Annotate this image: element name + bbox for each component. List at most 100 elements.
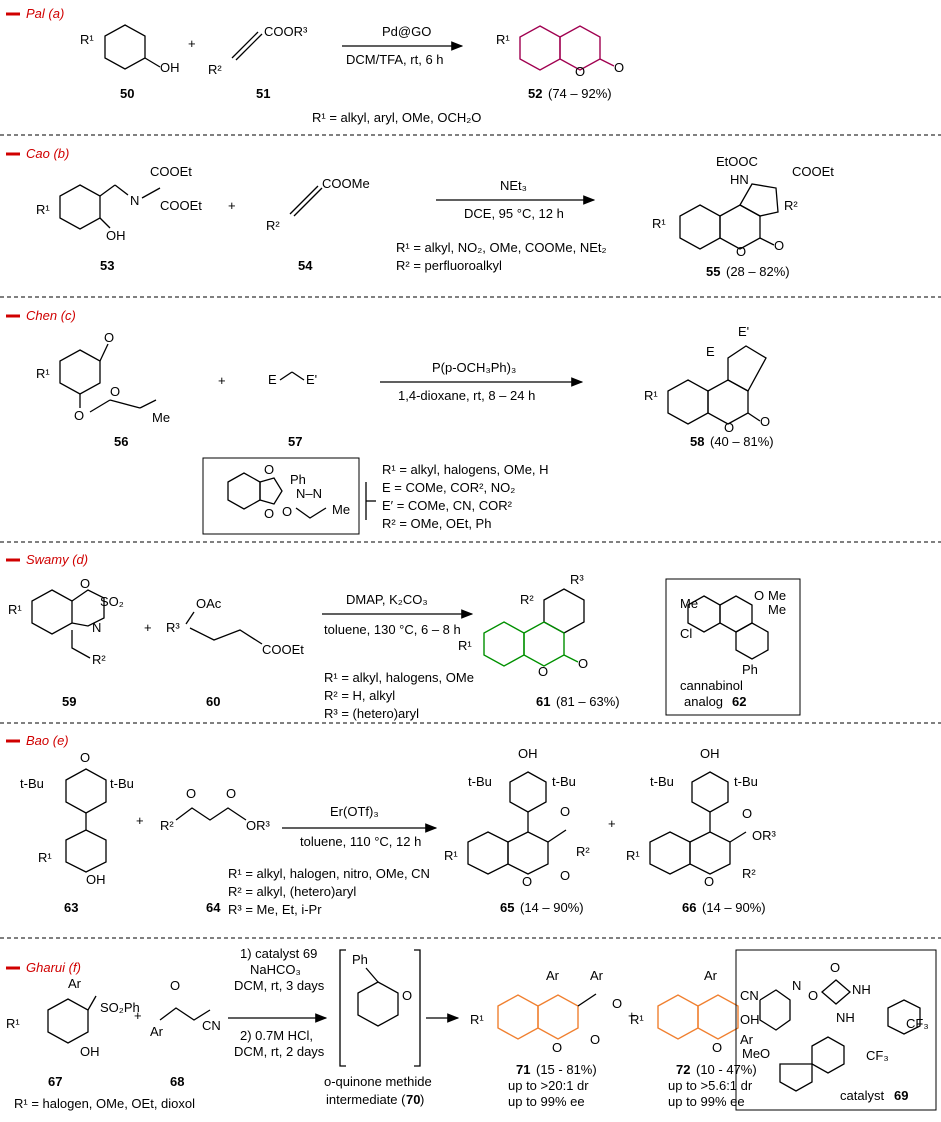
ring-oxygen-label: O — [724, 420, 734, 435]
compound-label-56: 56 — [114, 434, 128, 449]
substituent-note: R¹ = alkyl, aryl, OMe, OCH₂O — [312, 110, 481, 125]
section-heading: Bao (e) — [26, 733, 69, 748]
yield-label: (40 – 81%) — [710, 434, 774, 449]
oxygen-label: O — [80, 576, 90, 591]
r2-label: R² — [160, 818, 174, 833]
compound-label-57: 57 — [288, 434, 302, 449]
compound-label-58: 58 — [690, 434, 704, 449]
plus-sign: + — [218, 373, 226, 388]
nh-label: NH — [836, 1010, 855, 1025]
r1-label: R¹ — [458, 638, 472, 653]
r2-label: R² — [92, 652, 106, 667]
substituent-note: R² = alkyl, (hetero)aryl — [228, 884, 356, 899]
condition-line: DCE, 95 °C, 12 h — [464, 206, 564, 221]
selectivity-note: up to 99% ee — [668, 1094, 745, 1109]
section-chen: Chen (c) O O O Me R¹ 56 + E E' 57 P(p-OC… — [6, 308, 774, 535]
condition-line: NEt₃ — [500, 178, 527, 193]
nh-label: NH — [852, 982, 871, 997]
compound-label-67: 67 — [48, 1074, 62, 1089]
aryl-label: Ar — [150, 1024, 164, 1039]
ester-label: COOEt — [160, 198, 202, 213]
intermediate-70: Ph O — [339, 949, 421, 1067]
hydroxyl-label: OH — [518, 746, 538, 761]
r2-label: R² — [520, 592, 534, 607]
compound-label-72: 72 — [676, 1062, 690, 1077]
structure-67: Ar SO₂Ph OH R¹ — [6, 976, 140, 1059]
substituent-note: E = COMe, COR², NO₂ — [382, 480, 515, 495]
keto-oxygen-label: O — [560, 804, 570, 819]
tbu-label: t-Bu — [20, 776, 44, 791]
condition-line: P(p-OCH₃Ph)₃ — [432, 360, 516, 375]
r3-label: R³ — [166, 620, 180, 635]
carbonyl-oxygen-label: O — [560, 868, 570, 883]
compound-label-50: 50 — [120, 86, 134, 101]
aryl-label: Ar — [68, 976, 82, 991]
section-heading: Cao (b) — [26, 146, 69, 161]
compound-label-64: 64 — [206, 900, 221, 915]
substituent-note: R³ = (hetero)aryl — [324, 706, 419, 721]
nucleophile-examples-box — [202, 457, 360, 535]
intermediate-caption: intermediate ( — [326, 1092, 406, 1107]
sulfonyl-label: SO₂ — [100, 594, 124, 609]
hydroxyl-label: OH — [160, 60, 180, 75]
structure-64: O O R² OR³ — [160, 786, 271, 833]
section-heading: Swamy (d) — [26, 552, 88, 567]
r3-label: R³ — [570, 572, 584, 587]
aryl-label: Ar — [740, 1032, 754, 1047]
substituent-note: R² = perfluoroalkyl — [396, 258, 502, 273]
hydroxyl-label: OH — [740, 1012, 760, 1027]
structure-68: O Ar CN — [150, 978, 221, 1039]
nitrile-label: CN — [740, 988, 759, 1003]
hydroxyl-label: OH — [700, 746, 720, 761]
r2-label: R² — [742, 866, 756, 881]
yield-label: (10 - 47%) — [696, 1062, 757, 1077]
r1-label: R¹ — [630, 1012, 644, 1027]
methoxy-label: MeO — [742, 1046, 770, 1061]
keto-oxygen-label: O — [170, 978, 180, 993]
or3-label: OR³ — [246, 818, 271, 833]
carbonyl-oxygen-label: O — [760, 414, 770, 429]
structure-52: O O R¹ — [496, 25, 624, 79]
carbonyl-oxygen-label: O — [774, 238, 784, 253]
aldehyde-oxygen-label: O — [104, 330, 114, 345]
selectivity-note: up to 99% ee — [508, 1094, 585, 1109]
section-heading: Chen (c) — [26, 308, 76, 323]
aryl-label: Ar — [546, 968, 560, 983]
tbu-label: t-Bu — [552, 774, 576, 789]
compound-label-52: 52 — [528, 86, 542, 101]
compound-label-61: 61 — [536, 694, 550, 709]
e-prime-label: E' — [738, 324, 749, 339]
ring-oxygen-label: O — [754, 588, 764, 603]
structure-66: OH t-Bu t-Bu O OR³ O R² R¹ — [626, 746, 777, 889]
oxygen-label: O — [808, 988, 818, 1003]
yield-label: (14 – 90%) — [520, 900, 584, 915]
structure-58: O O E E' R¹ — [644, 324, 770, 435]
compound-label-66: 66 — [682, 900, 696, 915]
structure-55: O O HN EtOOC COOEt R² R¹ — [652, 154, 834, 259]
cannabinol-analog-structure: Me O Me Me Cl Ph — [680, 588, 786, 677]
oxygen-label: O — [830, 960, 840, 975]
ester-label: COOEt — [150, 164, 192, 179]
condition-line: DMAP, K₂CO₃ — [346, 592, 428, 607]
aryl-label: Ar — [590, 968, 604, 983]
tbu-label: t-Bu — [110, 776, 134, 791]
structure-51: R² COOR³ — [208, 24, 308, 77]
structure-71: Ar Ar O O O R¹ — [470, 968, 622, 1055]
compound-label-71: 71 — [516, 1062, 530, 1077]
carbonyl-oxygen-label: O — [282, 504, 292, 519]
structure-65: OH t-Bu t-Bu O R² O O R¹ — [444, 746, 590, 889]
ester-label: COOMe — [322, 176, 370, 191]
ring-oxygen-label: O — [522, 874, 532, 889]
substituent-note: R² = H, alkyl — [324, 688, 395, 703]
ring-oxygen-label: O — [712, 1040, 722, 1055]
phenyl-label: Ph — [352, 952, 368, 967]
intermediate-caption: o-quinone methide — [324, 1074, 432, 1089]
compound-label-69: 69 — [894, 1088, 908, 1103]
r1-label: R¹ — [36, 366, 50, 381]
r1-label: R¹ — [496, 32, 510, 47]
compound-label-65: 65 — [500, 900, 514, 915]
catalyst-69-structure: O O NH N NH CF₃ CF₃ MeO — [742, 960, 929, 1092]
phenyl-label: Ph — [742, 662, 758, 677]
methyl-label: Me — [152, 410, 170, 425]
